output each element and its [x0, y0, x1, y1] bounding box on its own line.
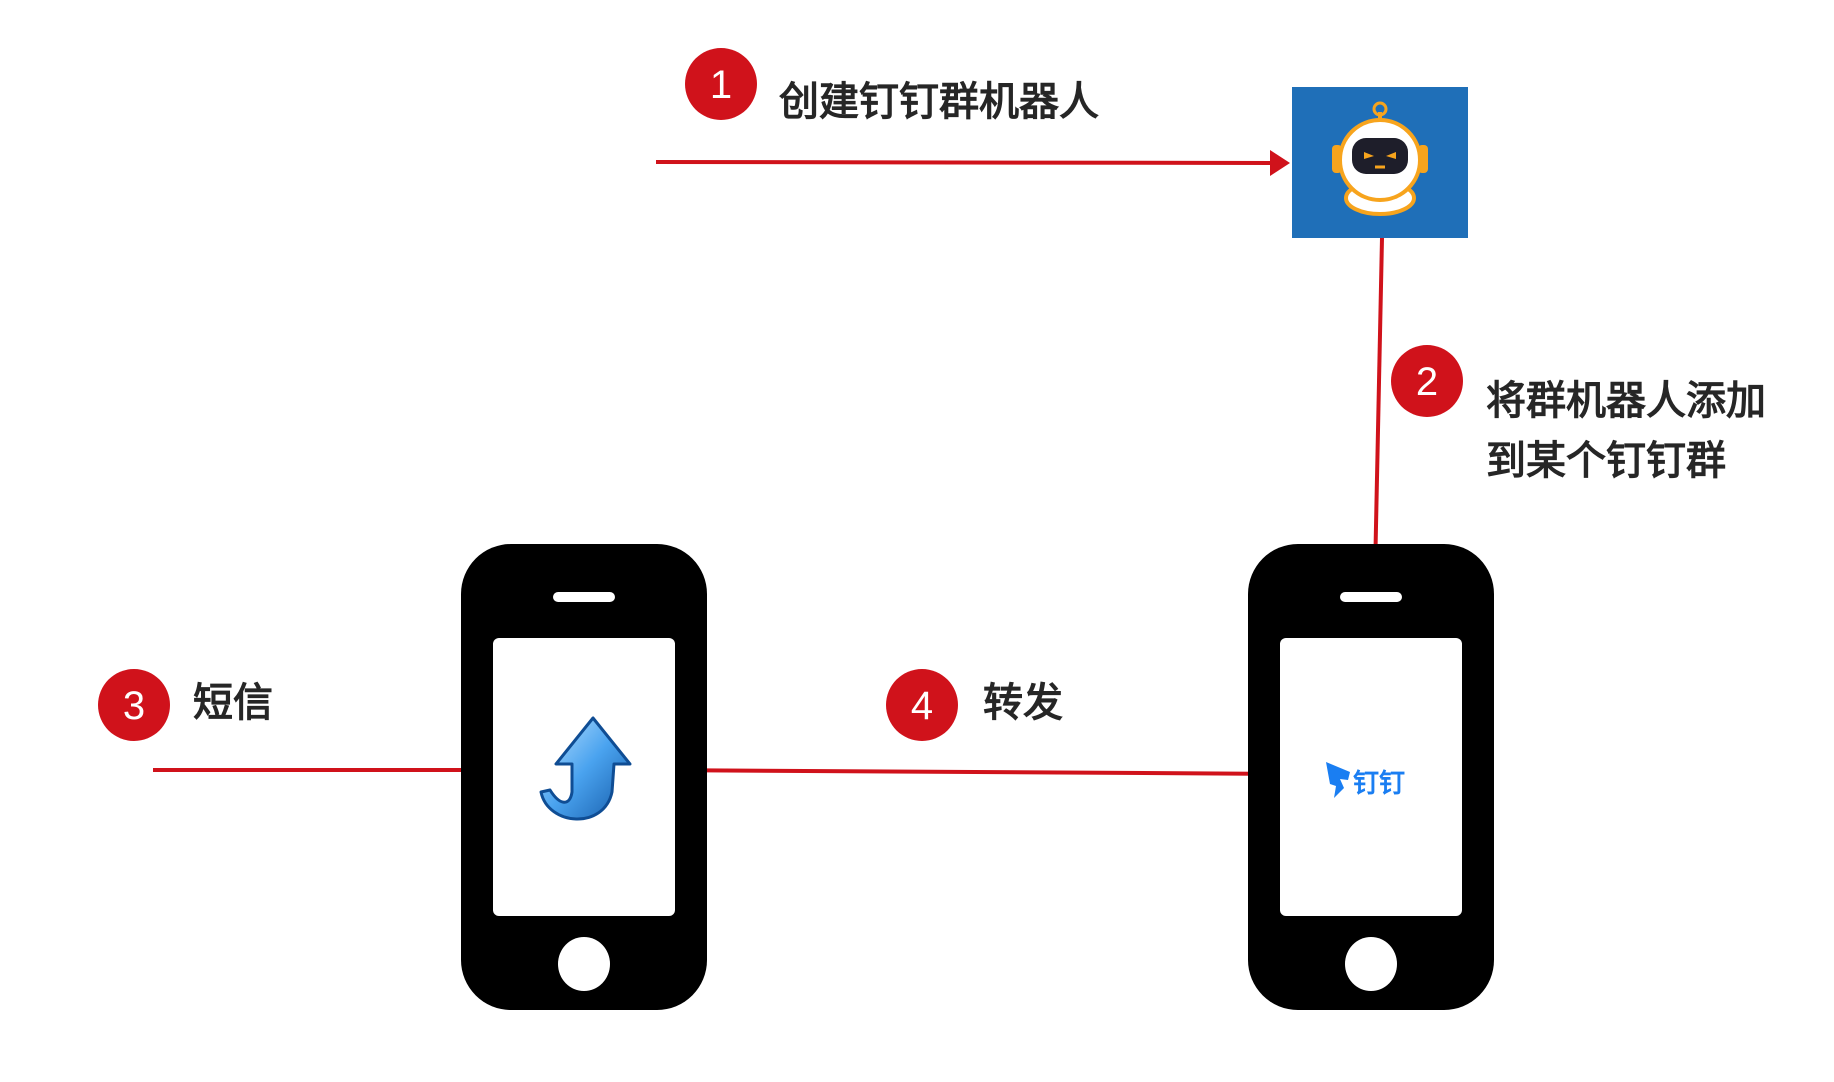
- step-1-label: 创建钉钉群机器人: [779, 79, 1099, 125]
- robot-node: [1292, 87, 1468, 238]
- step-1: 1 创建钉钉群机器人: [685, 48, 1099, 125]
- step-2-number: 2: [1416, 360, 1438, 404]
- arrow-forward: [649, 761, 1314, 787]
- phone-left: [461, 544, 707, 1010]
- step-1-badge: [685, 48, 757, 120]
- dingtalk-logo-icon: [1326, 762, 1350, 798]
- dingtalk-logo: 钉钉: [1326, 762, 1405, 799]
- step-4: 4 转发: [886, 669, 1063, 741]
- arrow-create-robot: [655, 150, 1290, 176]
- step-2-badge: [1391, 345, 1463, 417]
- step-3-badge: [98, 669, 170, 741]
- step-2-label-line-2: 到某个钉钉群: [1486, 438, 1726, 484]
- robot-icon: [1332, 101, 1428, 216]
- phone-right-screen: [1280, 638, 1462, 916]
- step-3-label: 短信: [193, 680, 273, 726]
- phone-left-speaker: [553, 592, 615, 602]
- phone-right-speaker: [1340, 592, 1402, 602]
- phone-right-home-button: [1345, 937, 1397, 991]
- step-3-number: 3: [123, 684, 145, 728]
- step-4-number: 4: [911, 684, 933, 728]
- step-4-badge: [886, 669, 958, 741]
- sms-forwarder-icon: [539, 716, 632, 821]
- step-1-number: 1: [710, 63, 732, 107]
- dingtalk-app-name: 钉钉: [1353, 769, 1405, 799]
- step-4-label: 转发: [983, 680, 1063, 726]
- step-2-label-line-1: 将群机器人添加: [1486, 378, 1766, 424]
- step-3: 3 短信: [98, 669, 273, 741]
- phone-left-home-button: [558, 937, 610, 991]
- step-2: 2 将群机器人添加 到某个钉钉群: [1391, 345, 1766, 484]
- phone-right: 钉钉: [1248, 544, 1494, 1010]
